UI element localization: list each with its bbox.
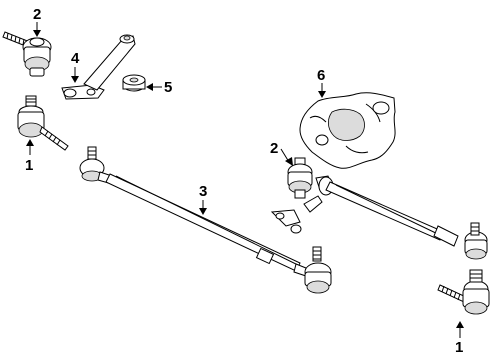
idler-arm-bracket xyxy=(61,34,136,100)
callout-2-left: 2 xyxy=(33,6,41,23)
adjuster-sleeve-bracket xyxy=(270,195,323,234)
callout-1-right: 1 xyxy=(455,339,463,356)
callout-4: 4 xyxy=(71,50,80,67)
tie-rod-end-upper-left xyxy=(2,31,52,77)
relay-rod xyxy=(79,146,332,294)
steering-gear xyxy=(299,92,396,169)
callout-3: 3 xyxy=(199,183,207,200)
bushing xyxy=(122,74,146,92)
tie-rod-end-lower-left xyxy=(17,95,69,151)
tie-rod-end-lower-right xyxy=(437,269,490,315)
callout-1-left: 1 xyxy=(25,157,33,174)
tie-rod-end-center xyxy=(287,157,313,199)
threaded-stud xyxy=(39,126,69,151)
tie-rod-right xyxy=(315,175,488,260)
callout-5: 5 xyxy=(164,79,172,96)
threaded-stud xyxy=(2,31,31,48)
callout-6: 6 xyxy=(317,67,325,84)
callout-2-right: 2 xyxy=(270,140,278,157)
threaded-stud xyxy=(437,284,467,303)
